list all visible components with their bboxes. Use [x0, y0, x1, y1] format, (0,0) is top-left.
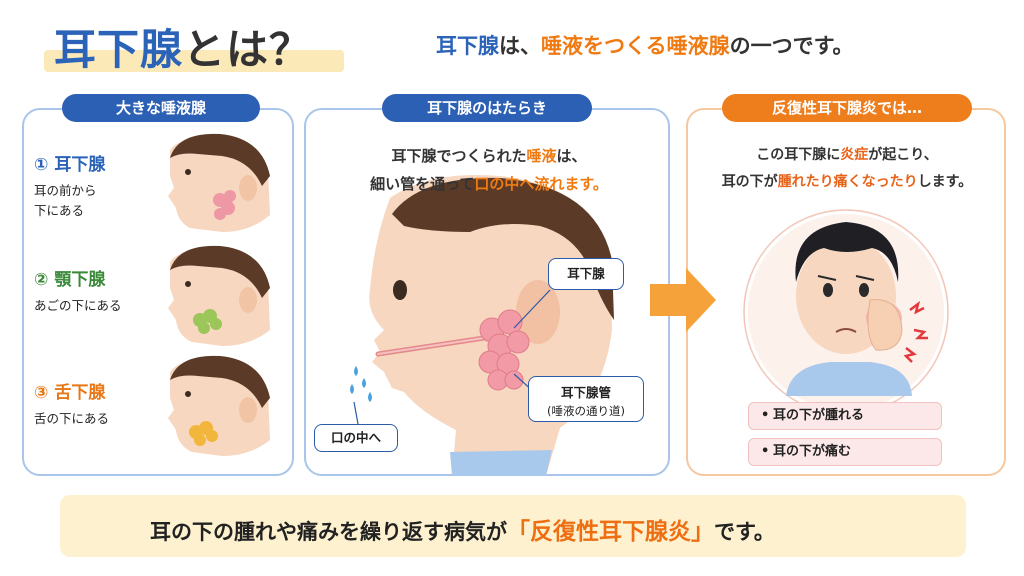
title-rest: とは？ [183, 25, 313, 74]
parotitis-line-1: この耳下腺に炎症が起こり、 [694, 142, 1000, 169]
subtitle-mid: は、 [499, 34, 541, 58]
text-highlight: 唾液 [526, 147, 557, 165]
function-description: 耳下腺でつくられた唾液は、 細い管を通って口の中へ流れます。 [324, 142, 654, 198]
gland-number: ③ [34, 383, 49, 403]
text-highlight: 炎症 [840, 147, 869, 163]
text-highlight: 腫れたり痛くなったり [777, 174, 918, 190]
callout-into-mouth: 口の中へ [314, 424, 398, 452]
gland-item-submandibular: ② 顎下腺 あごの下にある [34, 265, 122, 316]
text-segment: 細い管を通って [370, 175, 475, 193]
function-line-2: 細い管を通って口の中へ流れます。 [324, 170, 654, 198]
gland-desc-line: 耳の前から [34, 183, 97, 198]
symptom-swelling: 耳の下が腫れる [748, 402, 942, 430]
page-title: 耳下腺とは？ [54, 16, 312, 77]
gland-name: 舌下腺 [54, 383, 106, 403]
text-segment: は、 [556, 147, 587, 165]
callout-duct-label: 耳下腺管 [560, 385, 611, 400]
symptom-pain: 耳の下が痛む [748, 438, 942, 466]
summary-post: です。 [714, 520, 775, 544]
head-submandibular-icon [162, 245, 282, 348]
gland-number: ② [34, 270, 49, 290]
gland-title: ① 耳下腺 [34, 150, 105, 175]
text-segment: 耳下腺でつくられた [391, 147, 527, 165]
subtitle-pre: 耳下腺 [436, 34, 499, 58]
gland-number: ① [34, 155, 49, 175]
summary-text: 耳の下の腫れや痛みを繰り返す病気が「反復性耳下腺炎」です。 [150, 512, 775, 546]
callout-parotid-duct: 耳下腺管 (唾液の通り道) [528, 376, 644, 422]
text-segment: が起こり、 [868, 147, 938, 163]
gland-desc: 耳の前から下にある [34, 181, 105, 221]
gland-item-parotid: ① 耳下腺 耳の前から下にある [34, 150, 105, 221]
parotitis-description: この耳下腺に炎症が起こり、 耳の下が腫れたり痛くなったりします。 [694, 142, 1000, 196]
text-highlight: 口の中へ流れます。 [474, 175, 608, 193]
summary-highlight: 「反復性耳下腺炎」 [507, 519, 714, 545]
tab-recurrent-parotitis: 反復性耳下腺炎では… [722, 94, 972, 122]
summary-pre: 耳の下の腫れや痛みを繰り返す病気が [150, 520, 507, 544]
title-block: 耳下腺とは？ [40, 12, 344, 77]
parotitis-line-2: 耳の下が腫れたり痛くなったりします。 [694, 169, 1000, 196]
gland-title: ③ 舌下腺 [34, 378, 109, 403]
pain-icon [903, 300, 928, 363]
summary-bar [60, 495, 966, 557]
head-parotid-icon [162, 133, 282, 234]
subtitle-post: の一つです。 [729, 34, 854, 58]
tab-major-salivary-glands: 大きな唾液腺 [62, 94, 260, 122]
right-arrow-icon [650, 268, 716, 332]
gland-desc: 舌の下にある [34, 411, 110, 426]
callout-parotid: 耳下腺 [548, 258, 624, 290]
gland-item-sublingual: ③ 舌下腺 舌の下にある [34, 378, 109, 429]
gland-desc-line: 下にある [34, 203, 85, 218]
gland-name: 顎下腺 [54, 270, 106, 290]
gland-desc: あごの下にある [34, 298, 122, 313]
page-subtitle: 耳下腺は、唾液をつくる唾液腺の一つです。 [436, 30, 854, 60]
callout-duct-sublabel: (唾液の通り道) [547, 404, 625, 418]
text-segment: 耳の下が [721, 174, 778, 190]
title-highlight [44, 50, 344, 72]
boy-holding-ear-icon [743, 209, 949, 415]
head-sublingual-icon [162, 355, 282, 460]
title-main: 耳下腺 [54, 25, 184, 74]
text-segment: します。 [917, 174, 973, 190]
gland-name: 耳下腺 [54, 155, 106, 175]
text-segment: この耳下腺に [756, 147, 841, 163]
gland-title: ② 顎下腺 [34, 265, 122, 290]
function-line-1: 耳下腺でつくられた唾液は、 [324, 142, 654, 170]
tab-parotid-function: 耳下腺のはたらき [382, 94, 592, 122]
subtitle-highlight: 唾液をつくる唾液腺 [541, 34, 730, 58]
